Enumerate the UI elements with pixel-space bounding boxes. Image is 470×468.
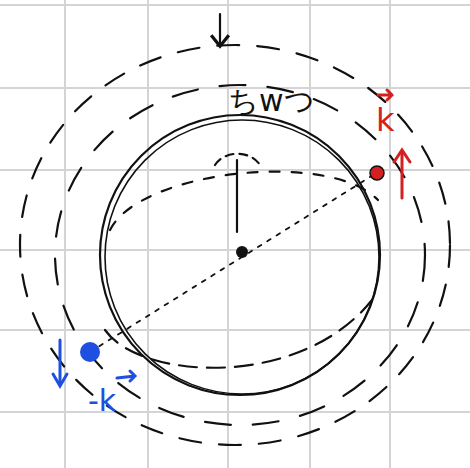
sphere [100,115,380,395]
equator-back [110,172,378,230]
diameter [90,172,378,352]
blue-particle [80,342,100,362]
note-text: ちwつ [228,86,315,116]
axis [236,160,238,232]
sphere-outline [105,120,379,394]
down-arrow [219,14,221,44]
equator [105,300,372,368]
vector-label: k [376,104,395,136]
blue-arrow [53,340,135,386]
red-particle [370,166,384,180]
outer-orbit [20,45,450,445]
center-dot [236,246,248,258]
vector-label: -k [88,386,116,416]
middle-orbit [55,85,425,425]
